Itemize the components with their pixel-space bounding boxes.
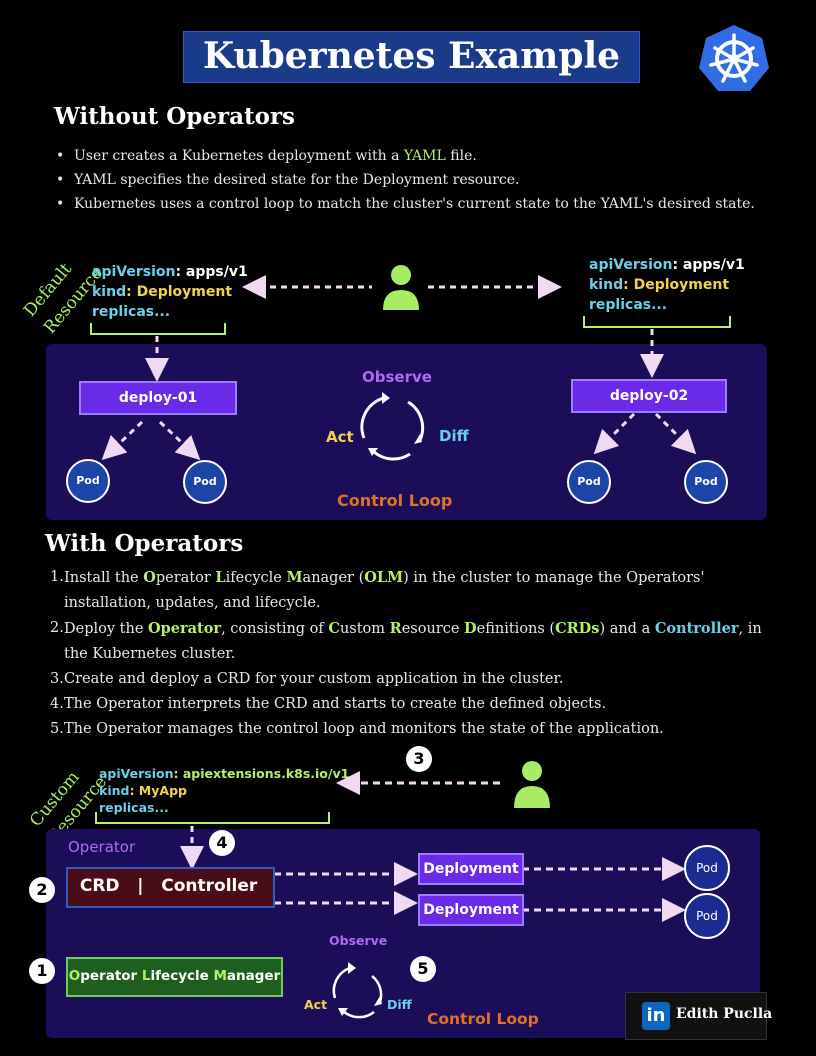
yaml-left-bracket xyxy=(90,323,226,335)
step-marker-5: 5 xyxy=(410,956,436,982)
step-item: 1.Install the Operator Lifecycle Manager… xyxy=(50,565,780,616)
deploy-02-box: deploy-02 xyxy=(571,379,727,413)
with-operators-steps: 1.Install the Operator Lifecycle Manager… xyxy=(50,565,780,742)
yaml-custom-bracket xyxy=(95,812,330,824)
pod-icon: Pod xyxy=(684,845,730,891)
operator-label: Operator xyxy=(68,838,136,856)
diagram2-arrows xyxy=(180,771,686,1019)
yaml-custom: apiVersion: apiextensions.k8s.io/v1 kind… xyxy=(99,766,350,815)
step-item: 3.Create and deploy a CRD for your custo… xyxy=(50,667,780,692)
user-icon xyxy=(383,265,419,310)
step-marker-1: 1 xyxy=(29,958,55,984)
step-item: 5.The Operator manages the control loop … xyxy=(50,717,780,742)
step-marker-3: 3 xyxy=(406,746,432,772)
deployment-box: Deployment xyxy=(418,853,524,885)
without-operators-bullets: User creates a Kubernetes deployment wit… xyxy=(54,144,794,216)
diagram1-arrows xyxy=(101,275,697,461)
observe-label: Observe xyxy=(329,933,388,948)
step-marker-2: 2 xyxy=(29,877,55,903)
diff-label: Diff xyxy=(439,427,469,445)
deploy-01-box: deploy-01 xyxy=(79,381,237,415)
step-number: 1. xyxy=(50,569,64,585)
with-operators-heading: With Operators xyxy=(45,530,244,557)
step-text: Install the Operator Lifecycle Manager (… xyxy=(64,569,705,611)
crd-controller-box: CRD | Controller xyxy=(66,867,275,908)
pod-icon: Pod xyxy=(684,893,730,939)
step-text: The Operator manages the control loop an… xyxy=(64,721,664,737)
author-name: Edith Puclla xyxy=(676,1006,773,1022)
list-item: User creates a Kubernetes deployment wit… xyxy=(56,144,794,168)
yaml-right-bracket xyxy=(583,316,731,328)
step-item: 2.Deploy the Operator, consisting of Cus… xyxy=(50,616,780,667)
linkedin-icon: in xyxy=(642,1002,670,1030)
author-credit[interactable]: in Edith Puclla xyxy=(625,992,772,1040)
step-number: 2. xyxy=(50,620,64,636)
control-loop-label: Control Loop xyxy=(337,491,453,510)
list-item: Kubernetes uses a control loop to match … xyxy=(56,192,794,216)
act-label: Act xyxy=(326,428,354,446)
pod-icon: Pod xyxy=(66,459,110,503)
kubernetes-logo-icon xyxy=(699,25,769,91)
pod-icon: Pod xyxy=(684,460,728,504)
step-text: Deploy the Operator, consisting of Custo… xyxy=(64,620,762,662)
control-loop-label: Control Loop xyxy=(427,1010,539,1028)
step-marker-4: 4 xyxy=(209,830,235,856)
without-operators-heading: Without Operators xyxy=(54,103,296,130)
user-icon xyxy=(514,761,550,808)
step-number: 4. xyxy=(50,696,64,712)
page-title: Kubernetes Example xyxy=(183,31,640,83)
list-item: YAML specifies the desired state for the… xyxy=(56,168,794,192)
olm-box: Operator Lifecycle Manager xyxy=(66,957,283,997)
observe-label: Observe xyxy=(362,368,432,386)
step-text: Create and deploy a CRD for your custom … xyxy=(64,671,564,687)
step-text: The Operator interprets the CRD and star… xyxy=(64,696,607,712)
deployment-box: Deployment xyxy=(418,894,524,926)
yaml-left: apiVersion: apps/v1 kind: Deployment rep… xyxy=(92,264,248,320)
yaml-right: apiVersion: apps/v1 kind: Deployment rep… xyxy=(589,257,745,313)
diff-label: Diff xyxy=(387,997,412,1012)
step-number: 3. xyxy=(50,671,64,687)
pod-icon: Pod xyxy=(183,460,227,504)
step-item: 4. The Operator interprets the CRD and s… xyxy=(50,692,780,717)
step-number: 5. xyxy=(50,721,64,737)
act-label: Act xyxy=(304,997,328,1012)
pod-icon: Pod xyxy=(567,460,611,504)
